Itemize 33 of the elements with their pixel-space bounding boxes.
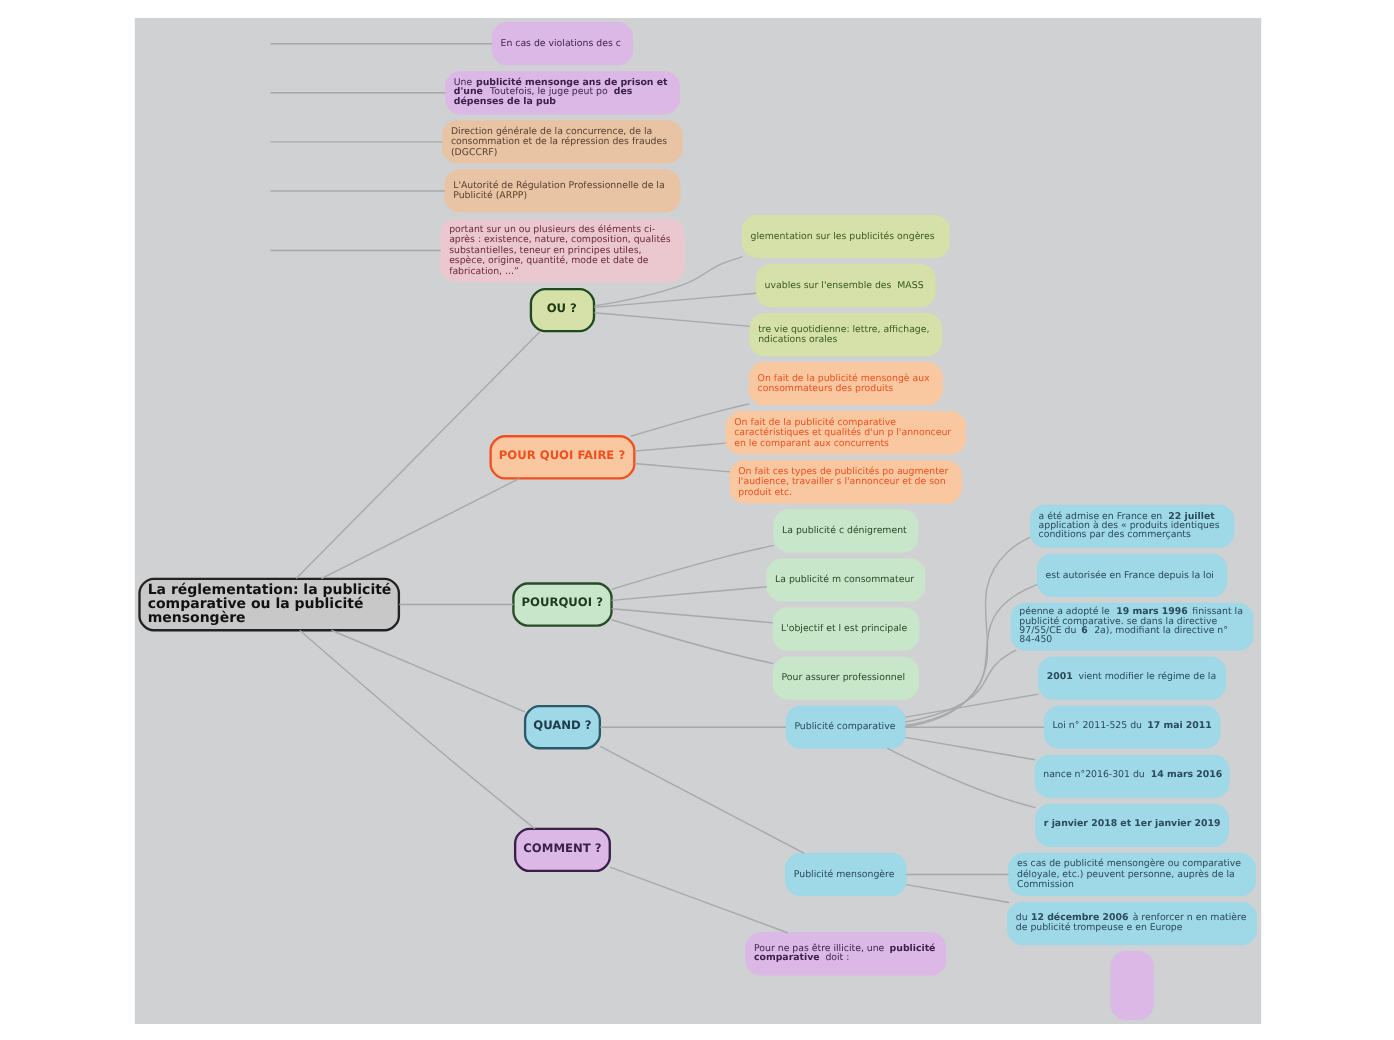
connector	[268, 189, 445, 191]
connector	[903, 582, 1037, 726]
connector	[904, 872, 1009, 875]
connector	[904, 882, 1009, 903]
connector	[268, 140, 443, 142]
connector	[268, 248, 441, 251]
connector	[610, 618, 773, 664]
connector	[608, 865, 788, 933]
connector	[298, 628, 535, 829]
connector	[903, 735, 1035, 760]
connector	[268, 91, 445, 93]
connector	[903, 692, 1039, 717]
connector	[609, 607, 773, 623]
connector	[592, 311, 750, 327]
connector	[592, 255, 742, 306]
connector	[903, 535, 1030, 727]
connector	[903, 648, 1016, 722]
connector	[592, 291, 757, 308]
connector	[319, 476, 520, 579]
node-box	[1109, 949, 1153, 1019]
connector	[609, 585, 767, 601]
connector	[329, 628, 525, 712]
connector	[268, 42, 492, 44]
connector	[885, 746, 1036, 808]
connector	[598, 725, 786, 727]
connector	[903, 725, 1044, 727]
connector	[632, 461, 730, 472]
connector	[629, 402, 750, 436]
connector	[610, 543, 774, 590]
connector	[598, 744, 804, 853]
connector	[632, 441, 726, 451]
connector	[397, 602, 514, 605]
connector	[294, 329, 541, 579]
